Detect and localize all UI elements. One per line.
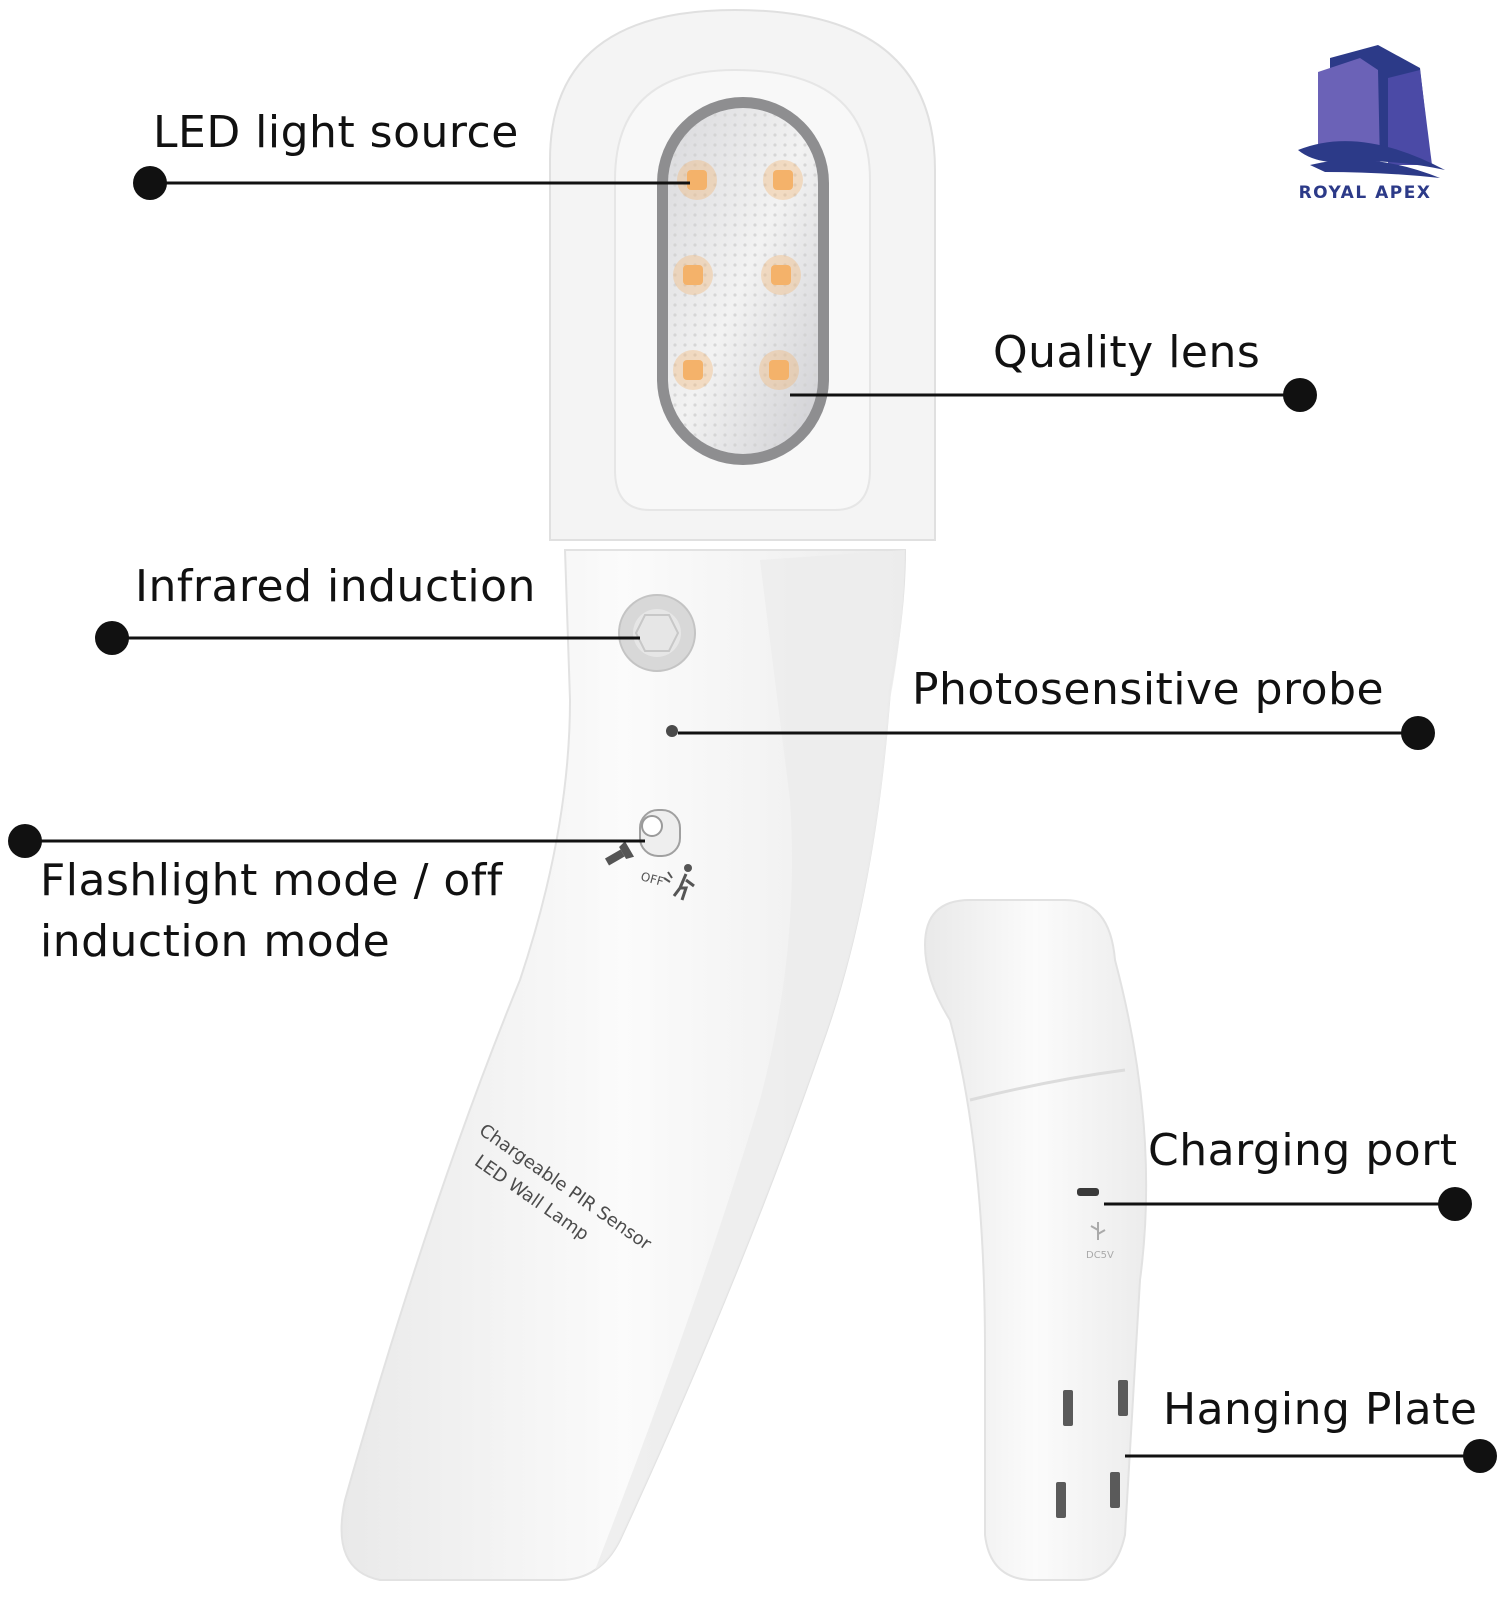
label-infrared-induction: Infrared induction [135, 561, 536, 612]
hanging-plate-seam [969, 1068, 1126, 1102]
callout-dot-switch [8, 824, 42, 858]
callout-dot-probe [1401, 716, 1435, 750]
brand-logo [1298, 45, 1445, 178]
led-chip [683, 265, 703, 285]
logo-building-right [1388, 70, 1432, 165]
callout-lines [8, 166, 1497, 1473]
flashlight-icon [605, 841, 635, 866]
logo-wave [1298, 141, 1445, 170]
mounting-slot [1110, 1472, 1120, 1508]
label-hanging-plate: Hanging Plate [1163, 1384, 1478, 1435]
logo-building-front [1318, 58, 1380, 165]
mounting-slot [1063, 1390, 1073, 1426]
label-charging-port: Charging port [1148, 1125, 1458, 1176]
lamp-body-side [595, 550, 905, 1570]
pir-sensor-facets [634, 614, 680, 652]
label-quality-lens: Quality lens [993, 327, 1261, 378]
led-chip [687, 170, 707, 190]
callout-dot-lens [1283, 378, 1317, 412]
mounting-slot [1118, 1380, 1128, 1416]
pir-sensor-inner [633, 609, 681, 657]
label-photosensitive-probe: Photosensitive probe [912, 664, 1385, 715]
label-flashlight-mode-line1: Flashlight mode / off [40, 855, 503, 906]
callout-dot-charging [1438, 1187, 1472, 1221]
photosensitive-probe [666, 725, 678, 737]
led-chip [683, 360, 703, 380]
label-flashlight-mode-line2: induction mode [40, 916, 391, 967]
switch-off-text: OFF [639, 869, 665, 889]
usb-icon [1090, 1222, 1106, 1240]
led-chip [771, 265, 791, 285]
motion-sensor-icon [663, 864, 695, 901]
charging-port [1077, 1188, 1099, 1196]
led-chip [773, 170, 793, 190]
label-led-light-source: LED light source [153, 107, 519, 158]
hanging-plate-device [923, 899, 1148, 1581]
callout-dot-hanging [1463, 1439, 1497, 1473]
logo-wave-2 [1310, 159, 1440, 178]
port-label: DC5V [1086, 1250, 1114, 1261]
callout-dot-led [133, 166, 167, 200]
mounting-slots [1056, 1380, 1128, 1518]
brand-name: ROYAL APEX [1298, 183, 1432, 203]
led-chips [673, 160, 803, 390]
led-chip [769, 360, 789, 380]
mounting-slot [1056, 1482, 1066, 1518]
callout-dot-infrared [95, 621, 129, 655]
mode-switch-knob [641, 815, 663, 837]
